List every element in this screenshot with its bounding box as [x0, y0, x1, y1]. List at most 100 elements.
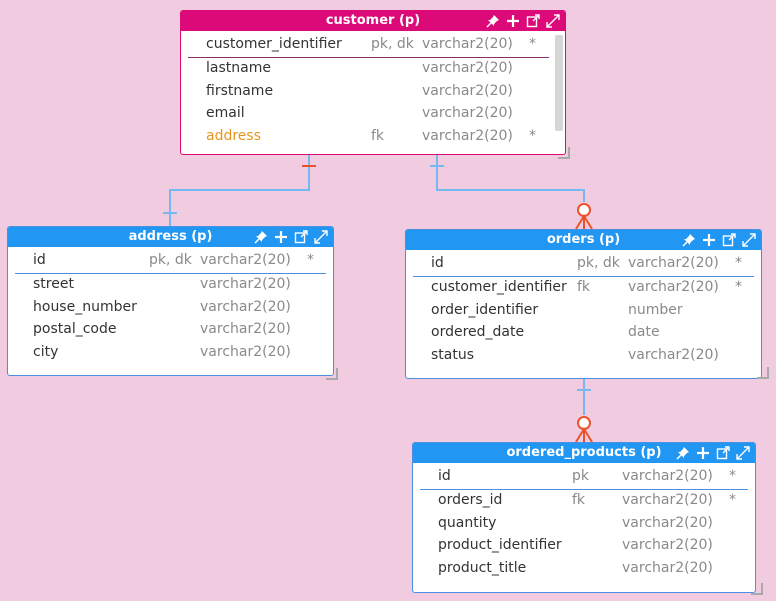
column-type: varchar2(20)	[200, 343, 291, 360]
column-row[interactable]: house_number varchar2(20)	[8, 296, 333, 318]
column-row[interactable]: postal_code varchar2(20)	[8, 318, 333, 340]
resize-handle-orders[interactable]	[757, 367, 769, 379]
column-type: varchar2(20)	[200, 276, 291, 292]
column-row[interactable]: order_identifier number	[406, 299, 761, 321]
column-type: varchar2(20)	[622, 492, 713, 508]
add-icon[interactable]	[273, 229, 289, 245]
table-title: ordered_products (p)	[506, 445, 662, 460]
scrollbar[interactable]	[555, 35, 563, 131]
pin-icon[interactable]	[253, 229, 269, 245]
add-icon[interactable]	[701, 232, 717, 248]
table-header-ordered-products[interactable]: ordered_products (p)	[413, 443, 755, 463]
relation-customer-orders[interactable]	[436, 155, 585, 202]
column-name: city	[33, 343, 59, 360]
column-required: *	[529, 127, 536, 144]
open-external-icon[interactable]	[293, 229, 309, 245]
resize-handle-customer[interactable]	[558, 147, 570, 159]
column-name: order_identifier	[431, 301, 539, 318]
table-tools	[485, 11, 561, 31]
column-type: varchar2(20)	[628, 346, 719, 363]
add-icon[interactable]	[505, 13, 521, 29]
column-type: varchar2(20)	[628, 255, 719, 271]
open-external-icon[interactable]	[525, 13, 541, 29]
column-type: varchar2(20)	[200, 321, 291, 337]
column-name: customer_identifier	[206, 36, 342, 52]
table-title: address (p)	[128, 229, 213, 244]
column-key: pk	[572, 468, 589, 484]
column-name: id	[431, 255, 444, 271]
open-external-icon[interactable]	[715, 445, 731, 461]
column-row[interactable]: status varchar2(20)	[406, 344, 761, 366]
crowfoot-orders	[575, 214, 593, 230]
primary-key-separator	[188, 57, 549, 58]
column-name: email	[206, 105, 245, 121]
table-tools	[253, 227, 329, 247]
column-name: ordered_date	[431, 324, 525, 340]
column-required: *	[729, 492, 736, 508]
table-header-orders[interactable]: orders (p)	[406, 230, 761, 250]
resize-handle-ordered-products[interactable]	[751, 583, 763, 595]
column-name: address	[206, 127, 262, 144]
column-type: varchar2(20)	[622, 559, 713, 576]
column-required: *	[735, 279, 742, 295]
pin-icon[interactable]	[675, 445, 691, 461]
column-type: varchar2(20)	[422, 105, 513, 121]
column-name: orders_id	[438, 492, 503, 508]
relation-customer-address[interactable]	[169, 155, 310, 226]
table-tools	[675, 443, 751, 463]
table-header-customer[interactable]: customer (p)	[181, 11, 565, 31]
column-name: house_number	[33, 298, 137, 315]
column-name: status	[431, 346, 475, 363]
column-name: quantity	[438, 514, 497, 531]
column-required: *	[729, 468, 736, 484]
column-row[interactable]: city varchar2(20)	[8, 341, 333, 363]
pin-icon[interactable]	[681, 232, 697, 248]
table-title: customer (p)	[325, 13, 421, 28]
expand-icon[interactable]	[735, 445, 751, 461]
column-row[interactable]: email varchar2(20)	[181, 102, 565, 124]
column-row[interactable]: id pk, dk varchar2(20) *	[8, 249, 333, 271]
table-header-address[interactable]: address (p)	[8, 227, 333, 247]
column-type: varchar2(20)	[622, 537, 713, 553]
resize-handle-address[interactable]	[326, 368, 338, 380]
column-key: fk	[577, 279, 591, 295]
column-type: varchar2(20)	[422, 36, 513, 52]
column-name: id	[33, 252, 46, 268]
column-type: number	[628, 301, 683, 318]
column-type: varchar2(20)	[200, 298, 291, 315]
expand-icon[interactable]	[741, 232, 757, 248]
primary-key-separator	[15, 273, 326, 274]
column-type: varchar2(20)	[200, 252, 291, 268]
column-name: customer_identifier	[431, 279, 567, 295]
column-key: pk, dk	[149, 252, 192, 268]
pin-icon[interactable]	[485, 13, 501, 29]
expand-icon[interactable]	[545, 13, 561, 29]
column-type: varchar2(20)	[422, 60, 513, 76]
column-name: firstname	[206, 82, 274, 99]
add-icon[interactable]	[695, 445, 711, 461]
expand-icon[interactable]	[313, 229, 329, 245]
column-required: *	[735, 255, 742, 271]
open-external-icon[interactable]	[721, 232, 737, 248]
column-name: postal_code	[33, 321, 117, 337]
column-required: *	[307, 252, 314, 268]
